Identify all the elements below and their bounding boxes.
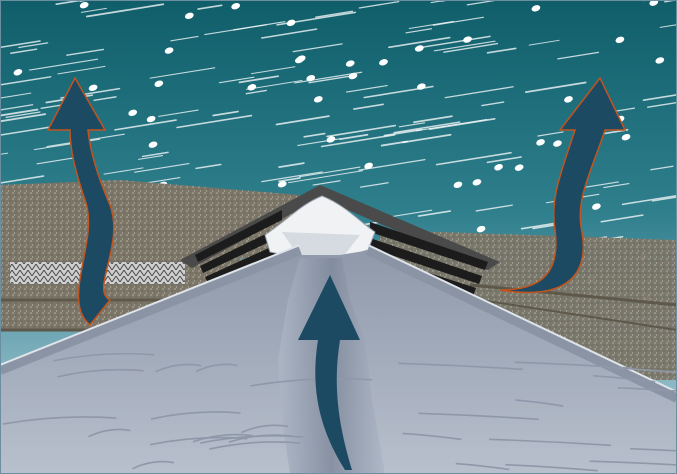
roof-ridge-vent-illustration — [0, 0, 677, 474]
